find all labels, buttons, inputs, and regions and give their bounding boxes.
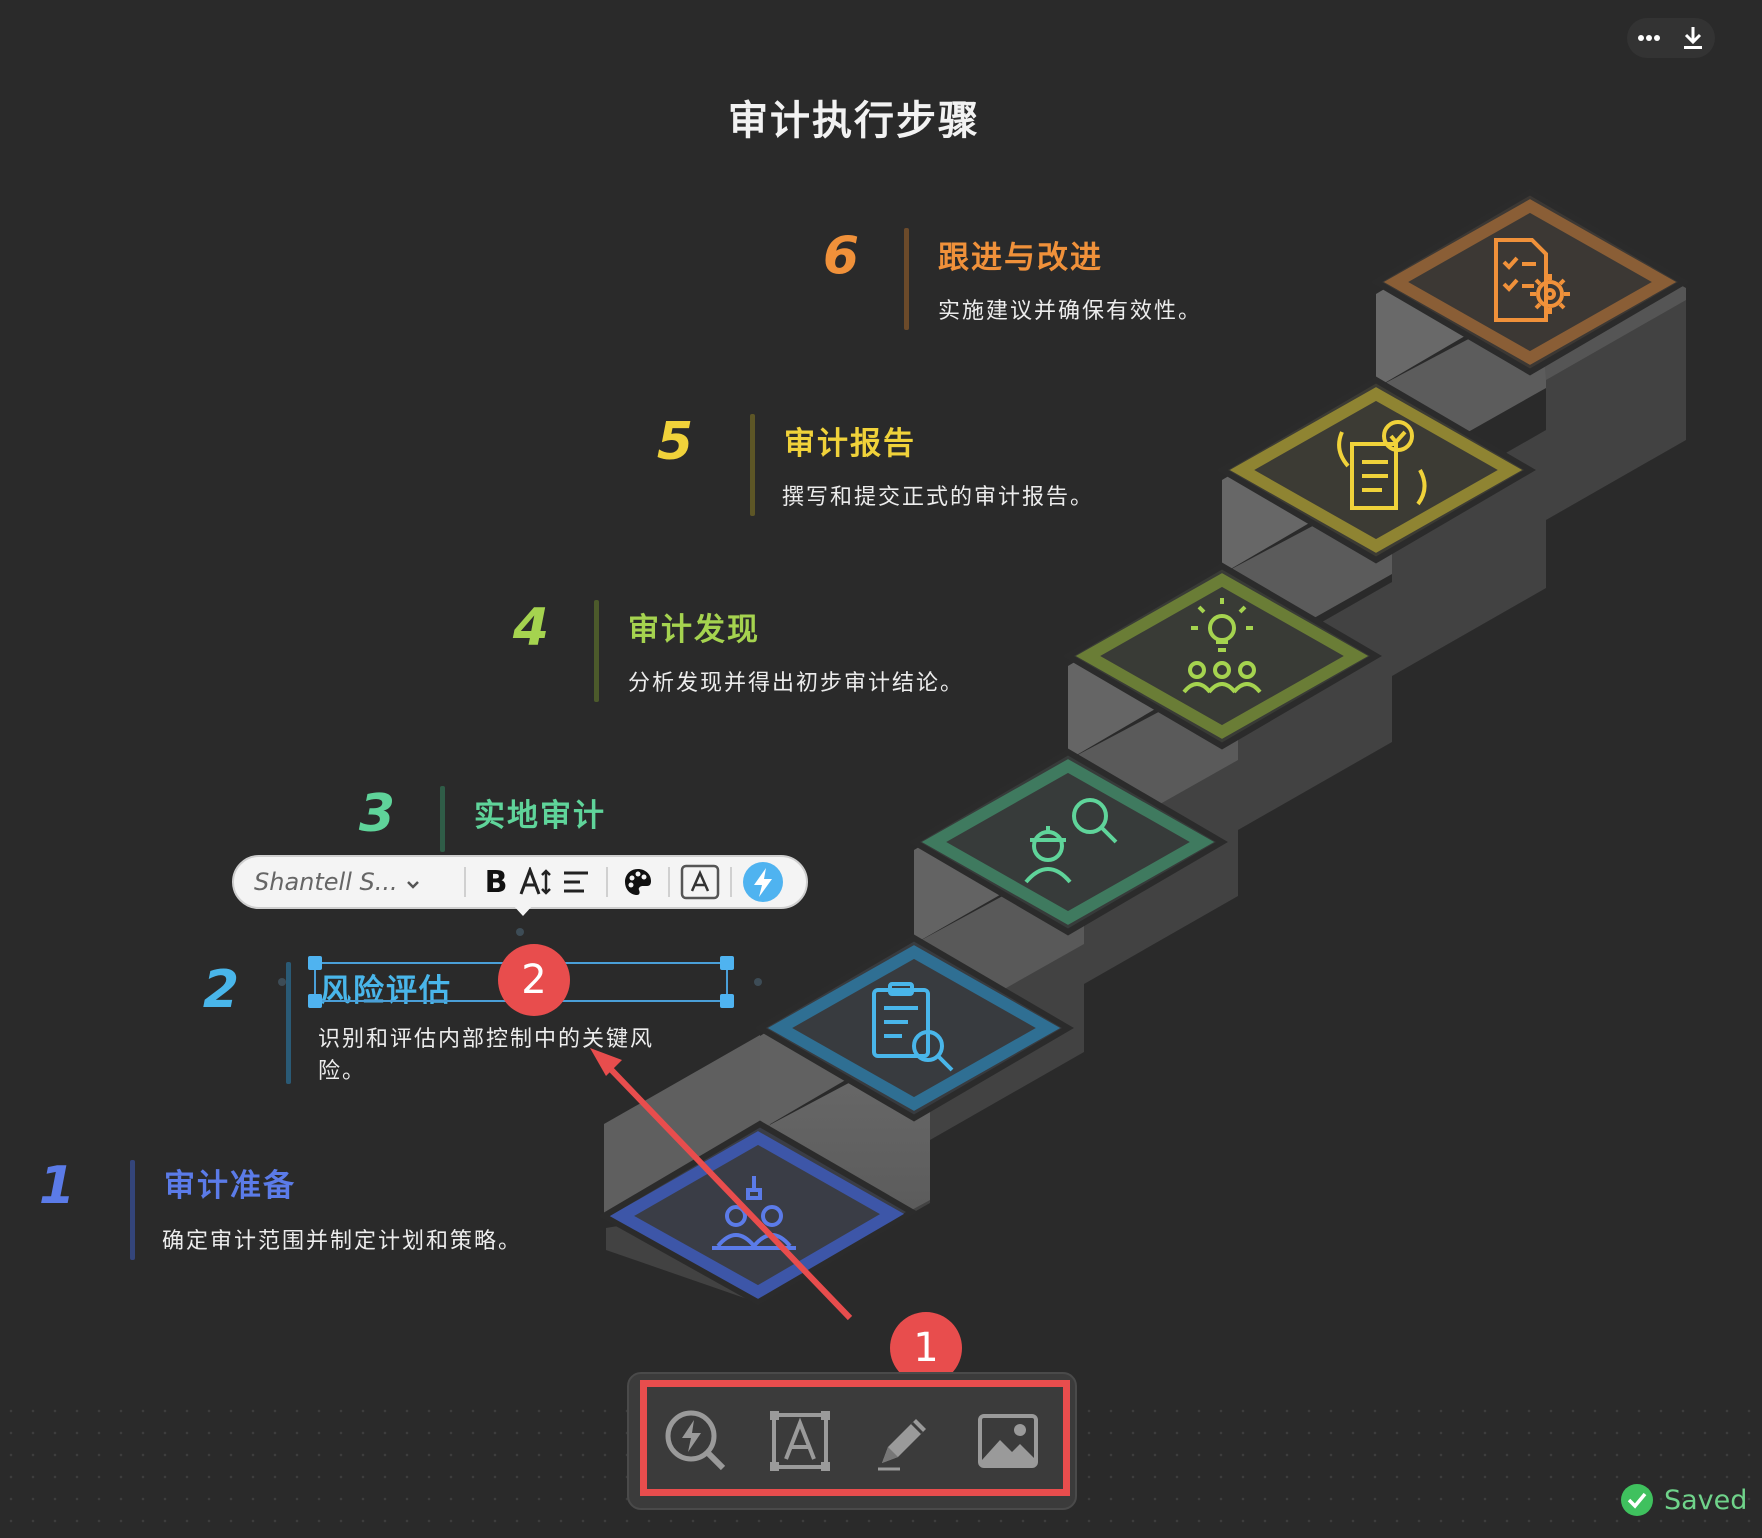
ai-search-icon [665, 1410, 726, 1471]
step-tile-2 [754, 934, 1074, 1122]
ai-button[interactable] [742, 862, 784, 902]
chevron-down-icon [406, 868, 420, 896]
step-4-number[interactable]: 4 [512, 598, 550, 658]
text-box-button[interactable] [680, 862, 720, 902]
bottom-toolbar [627, 1372, 1077, 1510]
font-size-icon [519, 867, 551, 895]
step-5-desc[interactable]: 撰写和提交正式的审计报告。 [782, 485, 1095, 510]
step-3-title[interactable]: 实地审计 [474, 798, 606, 834]
step-tile-1 [597, 1120, 918, 1306]
step-2-title[interactable]: 风险评估 [320, 973, 452, 1009]
font-family-value: Shantell S... [254, 868, 398, 896]
step-1-desc[interactable]: 确定审计范围并制定计划和策略。 [162, 1229, 523, 1254]
toolbar-divider [730, 867, 732, 897]
bold-button[interactable]: B [476, 862, 516, 902]
lightning-icon [743, 862, 783, 902]
more-icon[interactable] [1634, 23, 1664, 53]
clipboard-search-icon [872, 982, 954, 1072]
image-tool-button[interactable] [970, 1403, 1046, 1479]
callout-badge-2: 2 [498, 944, 570, 1016]
report-approval-icon [1337, 420, 1427, 510]
check-circle-icon [1621, 1484, 1653, 1516]
step-5-bar [750, 414, 755, 516]
pen-tool-button[interactable] [866, 1403, 942, 1479]
step-6-bar [904, 228, 909, 330]
step-1-bar [130, 1160, 135, 1260]
annotation-highlight-box [640, 1380, 1070, 1496]
toolbar-divider [606, 867, 608, 897]
step-5-title[interactable]: 审计报告 [784, 426, 916, 462]
align-left-icon [564, 871, 588, 893]
step-6-desc[interactable]: 实施建议并确保有效性。 [938, 299, 1203, 324]
text-tool-button[interactable] [762, 1403, 838, 1479]
text-box-icon [680, 864, 720, 900]
download-icon[interactable] [1678, 23, 1708, 53]
toolbar-divider [668, 867, 670, 897]
step-1-number[interactable]: 1 [38, 1156, 76, 1216]
step-tile-6 [1370, 188, 1690, 376]
step-2-bar [286, 962, 291, 1084]
toolbar-divider [464, 867, 466, 897]
step-4-desc[interactable]: 分析发现并得出初步审计结论。 [628, 671, 965, 696]
step-2-number[interactable]: 2 [202, 960, 240, 1020]
step-6-number[interactable]: 6 [822, 226, 860, 286]
text-format-toolbar: Shantell S... B [232, 855, 808, 909]
annotation-arrow [597, 1055, 853, 1321]
step-1-title[interactable]: 审计准备 [164, 1168, 296, 1204]
palette-icon [625, 869, 651, 895]
inspector-search-icon [1024, 798, 1118, 884]
bold-label: B [484, 864, 508, 900]
step-4-bar [594, 600, 599, 702]
saved-label: Saved [1664, 1484, 1748, 1516]
font-size-button[interactable] [516, 862, 556, 902]
step-3-bar [440, 786, 445, 852]
step-tile-4 [1062, 562, 1382, 750]
pen-icon [878, 1419, 926, 1471]
save-status: Saved [1620, 1483, 1747, 1517]
toolbar-pointer [512, 904, 534, 916]
color-button[interactable] [618, 862, 658, 902]
resize-handle-br[interactable] [720, 994, 734, 1008]
step-3-number[interactable]: 3 [358, 784, 396, 844]
image-icon [978, 1414, 1038, 1468]
step-5-number[interactable]: 5 [656, 412, 694, 472]
step-6-title[interactable]: 跟进与改进 [938, 240, 1103, 276]
step-tile-3 [908, 748, 1228, 936]
step-4-title[interactable]: 审计发现 [628, 612, 760, 648]
text-box-icon [770, 1411, 830, 1471]
ai-search-button[interactable] [658, 1403, 734, 1479]
font-family-select[interactable]: Shantell S... [254, 868, 454, 896]
resize-handle-tr[interactable] [720, 956, 734, 970]
checklist-settings-icon [1494, 238, 1570, 322]
page-title[interactable]: 审计执行步骤 [728, 97, 980, 144]
step-2-desc[interactable]: 识别和评估内部控制中的关键风险。 [318, 1027, 655, 1084]
top-actions [1627, 18, 1715, 58]
resize-handle-tl[interactable] [308, 956, 322, 970]
step-tile-5 [1216, 376, 1536, 564]
align-button[interactable] [556, 862, 596, 902]
resize-handle-bl[interactable] [308, 994, 322, 1008]
idea-team-icon [1182, 598, 1262, 694]
